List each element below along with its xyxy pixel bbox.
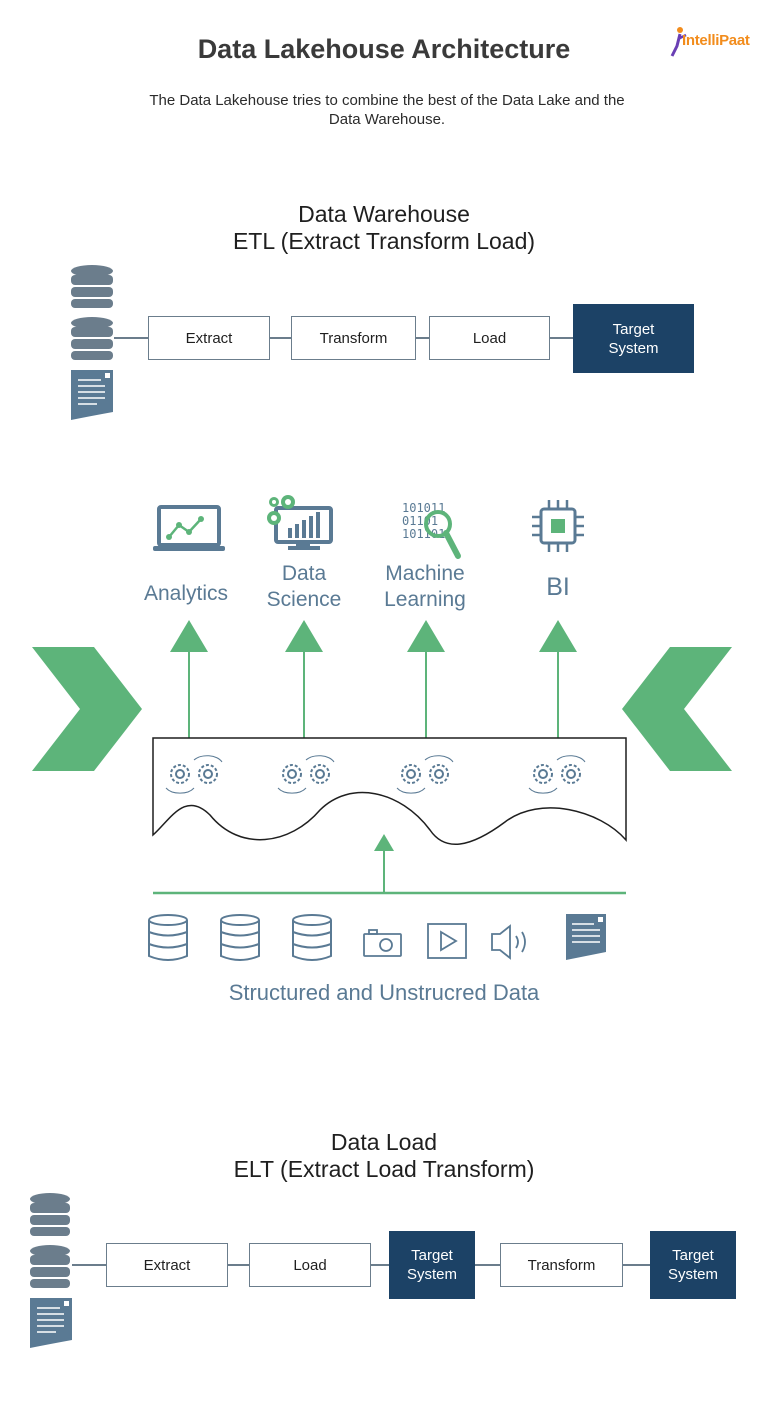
- database-icon: [30, 1245, 70, 1288]
- elt-target-system-1: Target System: [389, 1231, 475, 1299]
- document-icon: [71, 370, 113, 420]
- use-machine-learning: Machine Learning: [360, 561, 490, 613]
- elt-heading: Data Load ELT (Extract Load Transform): [0, 1129, 768, 1183]
- etl-step-extract: Extract: [148, 316, 270, 360]
- camera-icon: [363, 929, 402, 957]
- data-science-monitor-icon: [267, 495, 333, 550]
- etl-heading: Data Warehouse ETL (Extract Transform Lo…: [0, 201, 768, 255]
- ml-digits-row2: 01101: [402, 514, 438, 528]
- database-icon: [71, 317, 113, 360]
- gears-icon: [396, 755, 454, 794]
- etl-target-system: Target System: [573, 304, 694, 373]
- use-machine-learning-line2: Learning: [384, 588, 466, 611]
- use-data-science-line1: Data: [281, 562, 327, 585]
- use-data-science: Data Science: [244, 561, 364, 613]
- chevron-left-icon: [622, 647, 732, 771]
- data-sources-label: Structured and Unstrucred Data: [228, 980, 540, 1005]
- elt-target-system-2: Target System: [650, 1231, 736, 1299]
- logo-figure-icon: [670, 27, 687, 57]
- arrow-up-icon: [170, 620, 208, 652]
- use-analytics-label: Analytics: [143, 582, 229, 605]
- database-icon: [71, 265, 113, 308]
- video-play-icon: [427, 923, 467, 959]
- etl-step-transform: Transform: [291, 316, 416, 360]
- database-icon: [30, 1193, 70, 1236]
- arrow-up-icon: [374, 834, 394, 851]
- use-machine-learning-line1: Machine: [385, 562, 465, 585]
- lakehouse-storage-box: [152, 737, 627, 845]
- data-source-icons: [148, 914, 606, 961]
- logo-text: IntelliPaat: [682, 32, 750, 49]
- arrow-up-icon: [407, 620, 445, 652]
- etl-heading-sub: ETL (Extract Transform Load): [232, 228, 536, 254]
- use-analytics: Analytics: [126, 581, 246, 607]
- elt-target1-line2: System: [406, 1266, 457, 1283]
- elt-target2-line1: Target: [672, 1247, 714, 1264]
- elt-step-extract: Extract: [106, 1243, 228, 1287]
- database-icon: [292, 914, 332, 961]
- arrow-up-icon: [285, 620, 323, 652]
- use-bi-label: BI: [546, 573, 570, 601]
- chevron-right-icon: [32, 647, 142, 771]
- etl-step-load: Load: [429, 316, 550, 360]
- page-subtitle: The Data Lakehouse tries to combine the …: [149, 92, 625, 128]
- etl-source-icons: [71, 265, 113, 420]
- machine-learning-search-icon: 101011 01101 101101: [402, 501, 461, 559]
- elt-heading-title: Data Load: [330, 1129, 438, 1155]
- elt-source-icons: [30, 1193, 72, 1348]
- lakehouse-diagram: [32, 620, 732, 895]
- analytics-laptop-icon: [153, 505, 225, 551]
- etl-heading-title: Data Warehouse: [298, 201, 470, 227]
- document-icon: [30, 1298, 72, 1348]
- elt-target1-line1: Target: [411, 1247, 453, 1264]
- gears-icon: [165, 755, 223, 794]
- elt-heading-sub: ELT (Extract Load Transform): [233, 1156, 535, 1182]
- etl-target-line1: Target: [612, 320, 655, 338]
- use-data-science-line2: Science: [266, 588, 342, 611]
- database-icon: [220, 914, 260, 961]
- use-bi: BI: [498, 574, 618, 600]
- etl-target-line2: System: [608, 339, 659, 357]
- elt-step-load: Load: [249, 1243, 371, 1287]
- page-title: Data Lakehouse Architecture: [197, 34, 571, 64]
- brand-logo: IntelliPaat: [668, 24, 758, 60]
- elt-target2-line2: System: [667, 1266, 718, 1283]
- database-icon: [148, 914, 188, 961]
- arrow-up-icon: [539, 620, 577, 652]
- gears-icon: [277, 755, 335, 794]
- gears-icon: [528, 755, 586, 794]
- speaker-icon: [491, 924, 526, 960]
- document-icon: [566, 914, 606, 960]
- elt-step-transform: Transform: [500, 1243, 623, 1287]
- bi-chip-icon: [532, 500, 584, 552]
